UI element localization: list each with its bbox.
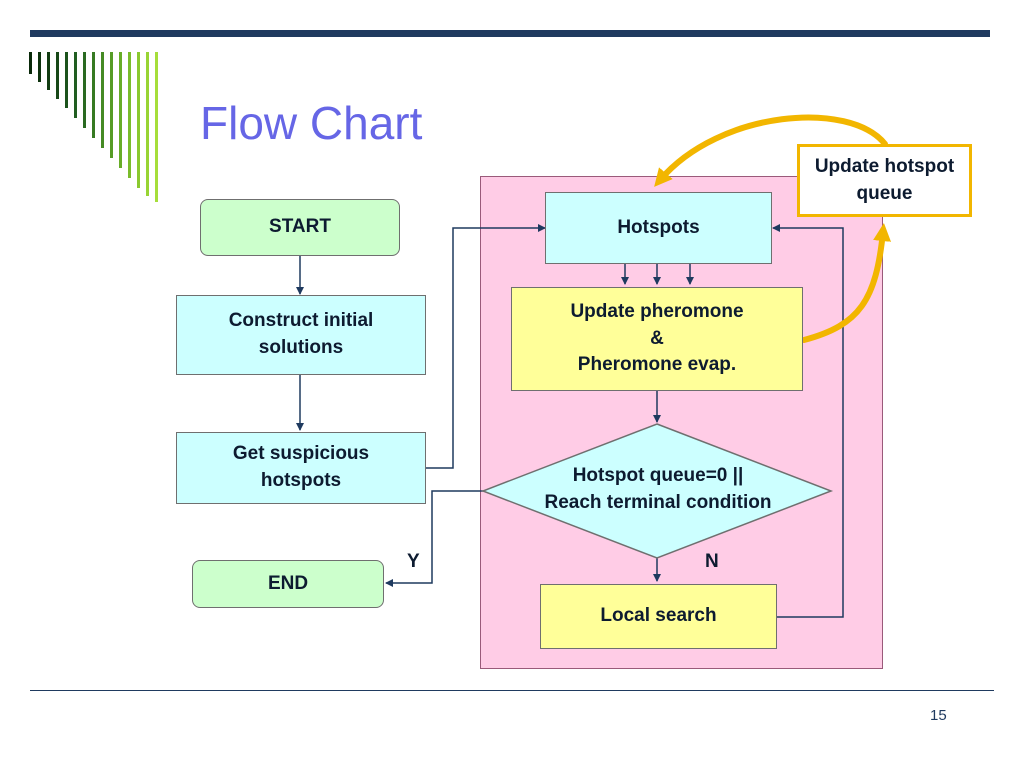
construct-label-line-1: Construct initial — [228, 310, 374, 332]
start-label: START — [269, 216, 331, 238]
update-queue-label-line-1: Update hotspot — [814, 155, 955, 177]
footer-rule — [30, 690, 994, 691]
suspicious-label-line-1: Get suspicious — [232, 443, 370, 465]
end-label: END — [267, 572, 309, 594]
construct-solutions-node: Construct initial solutions — [176, 295, 426, 375]
pheromone-label-line-3: Pheromone evap. — [577, 354, 737, 376]
edge-label-no: N — [705, 551, 719, 572]
edge-label-yes: Y — [407, 551, 420, 572]
edge-decision-end — [385, 490, 486, 587]
hotspots-label: Hotspots — [617, 216, 700, 238]
decision-label-line-1: Hotspot queue=0 || — [572, 465, 744, 486]
end-node: END — [192, 560, 384, 608]
slide-title: Flow Chart — [200, 97, 423, 149]
header-bar — [30, 30, 990, 37]
start-node: START — [200, 199, 400, 256]
suspicious-label-line-2: hotspots — [260, 470, 342, 491]
decorative-stripes — [0, 0, 170, 210]
update-queue-label-line-2: queue — [856, 182, 913, 204]
suspicious-hotspots-node: Get suspicious hotspots — [176, 432, 426, 504]
decision-node: Hotspot queue=0 || Reach terminal condit… — [486, 463, 830, 516]
local-search-node: Local search — [540, 584, 777, 649]
hotspots-node: Hotspots — [545, 192, 772, 264]
construct-label-line-2: solutions — [258, 337, 344, 358]
local-search-label: Local search — [600, 605, 717, 627]
pheromone-label-line-2: & — [650, 327, 664, 349]
decision-label-line-2: Reach terminal condition — [544, 491, 772, 513]
pheromone-label-line-1: Update pheromone — [570, 301, 744, 323]
update-pheromone-node: Update pheromone & Pheromone evap. — [511, 287, 803, 391]
page-number: 15 — [930, 707, 947, 724]
update-hotspot-queue-node: Update hotspot queue — [797, 144, 972, 217]
